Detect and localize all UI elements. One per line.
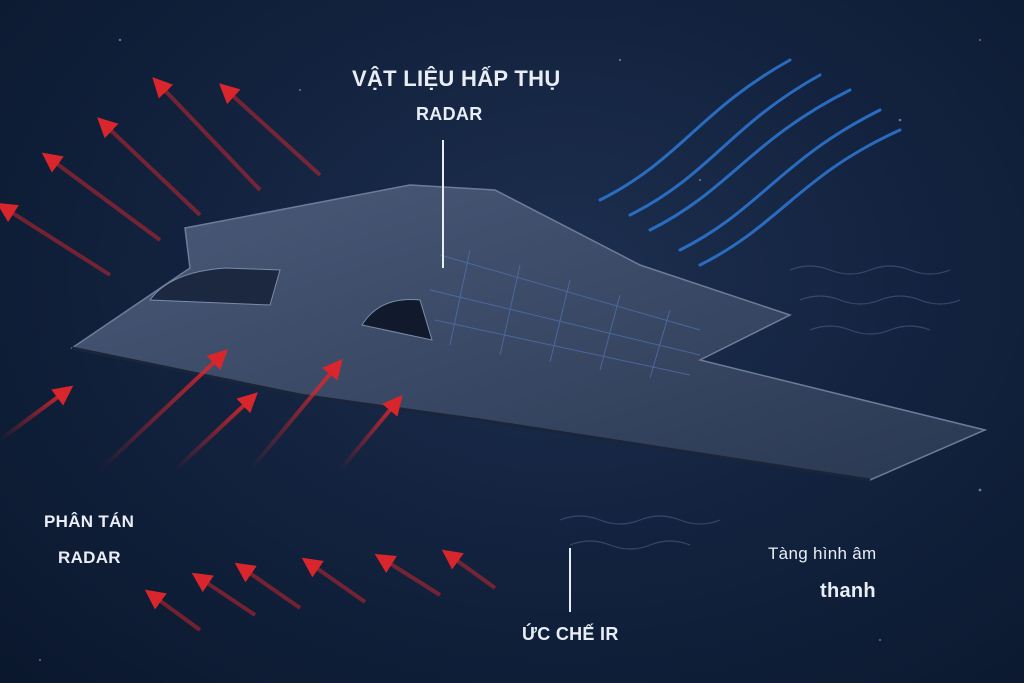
radar-arrows-under <box>0 349 403 472</box>
scatter-label-line1: PHÂN TÁN <box>44 512 135 531</box>
acoustic-label-line1: Tàng hình âm <box>768 544 877 563</box>
stealth-bomber-illustration <box>70 184 988 482</box>
radar-arrows-bottom <box>144 549 497 632</box>
ir-waves <box>598 58 902 267</box>
radar-arrows-upper <box>0 77 322 277</box>
absorbent-grid <box>429 249 701 379</box>
absorb-label-line1: VẬT LIỆU HẤP THỤ <box>352 66 561 91</box>
stars <box>39 38 982 661</box>
absorb-label-line2: RADAR <box>416 104 483 124</box>
sound-waves <box>559 265 961 550</box>
acoustic-label-line2: thanh <box>820 580 876 602</box>
ir-label: ỨC CHẾ IR <box>522 624 619 644</box>
scatter-label-line2: RADAR <box>58 548 121 567</box>
